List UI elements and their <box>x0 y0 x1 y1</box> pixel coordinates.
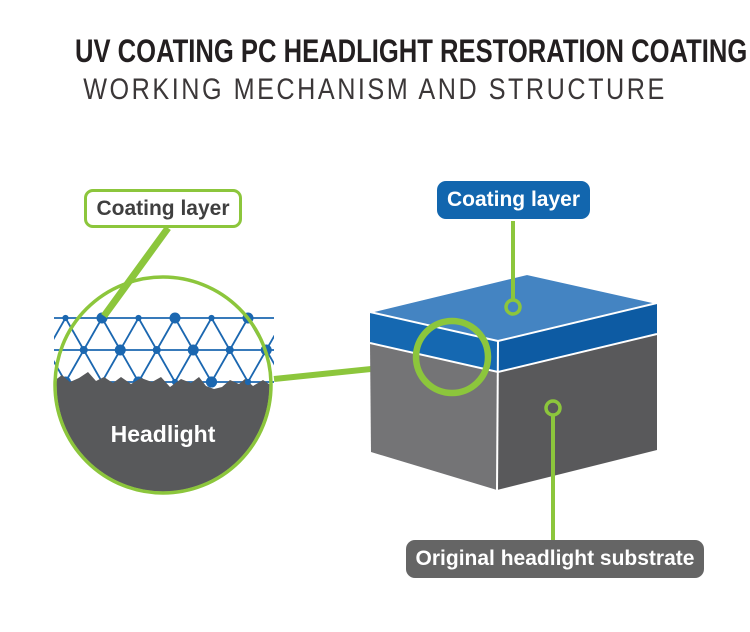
mesh-node <box>62 314 69 322</box>
mesh-node-on-surface <box>244 378 252 386</box>
mesh-line <box>101 317 122 351</box>
headlight-label: Headlight <box>110 420 216 447</box>
mesh-line <box>82 317 103 351</box>
mesh-line <box>29 318 47 350</box>
mesh-node <box>208 314 215 322</box>
mesh-line <box>228 317 249 351</box>
mesh-line <box>265 349 274 366</box>
mesh-line <box>210 349 231 383</box>
mesh-node <box>79 346 88 354</box>
mesh-node <box>114 344 126 356</box>
mesh-line <box>82 349 103 383</box>
mesh-line <box>155 349 176 383</box>
mesh-line <box>29 350 47 382</box>
micro-coating-label: Coating layer <box>84 189 242 228</box>
mesh-node-on-surface <box>206 376 217 388</box>
mesh-line <box>11 318 29 350</box>
mesh-line <box>192 317 213 351</box>
marker-dot-coating <box>504 298 522 316</box>
block-coating-left-face <box>370 312 498 372</box>
mesh-line <box>265 334 274 351</box>
mesh-node <box>187 344 199 356</box>
mesh-line <box>192 349 213 383</box>
magnifier-ring <box>53 275 273 495</box>
mesh-line <box>247 349 268 383</box>
mesh-node <box>169 312 181 324</box>
mesh-line <box>119 317 140 351</box>
block-top-edge <box>369 273 658 342</box>
mesh-line <box>228 349 249 383</box>
mesh-line <box>54 317 67 340</box>
mesh-node <box>135 314 142 322</box>
coated-block <box>369 273 658 491</box>
mesh-line <box>174 349 195 383</box>
mesh-line <box>119 349 140 383</box>
block-front-edge <box>496 340 499 491</box>
leader-line-micro-coating <box>101 225 171 319</box>
mesh-line <box>137 317 158 351</box>
page-subtitle: WORKING MECHANISM AND STRUCTURE <box>83 73 667 106</box>
mesh-line <box>64 317 85 351</box>
mesh-line <box>101 349 122 383</box>
block-coating-right-face <box>498 303 657 372</box>
coating-highlight-ring <box>412 317 492 397</box>
mesh-line <box>64 349 85 383</box>
headlight-substrate-shape <box>56 372 270 492</box>
mesh-line <box>155 317 176 351</box>
page-title: UV COATING PC HEADLIGHT RESTORATION COAT… <box>75 33 748 69</box>
block-substrate-left-face <box>370 343 498 490</box>
mesh-line <box>137 349 158 383</box>
substrate-label: Original headlight substrate <box>406 540 704 578</box>
marker-dot-substrate <box>544 399 562 417</box>
mesh-line <box>174 317 195 351</box>
magnifier-view <box>11 275 303 495</box>
mesh-node <box>225 346 234 354</box>
mesh-line <box>285 318 303 350</box>
macro-coating-label: Coating layer <box>437 181 590 219</box>
mesh-line <box>210 317 231 351</box>
mesh-node <box>152 346 161 354</box>
block-substrate-right-face <box>497 334 657 490</box>
